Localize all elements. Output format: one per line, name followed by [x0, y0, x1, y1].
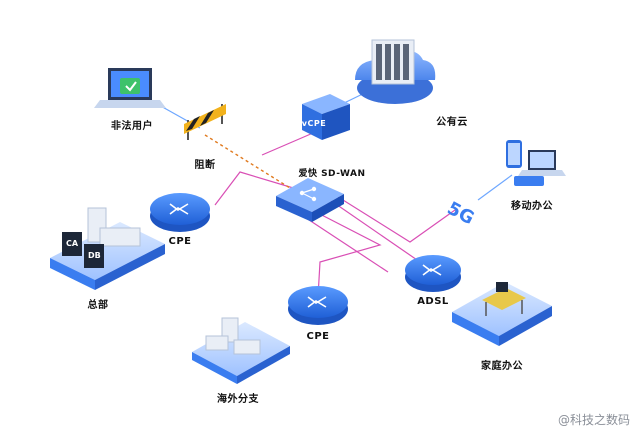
cpe-branch-router-icon [288, 286, 348, 325]
link-sdwan-cpe-branch [311, 209, 382, 298]
adsl-label: ADSL [417, 296, 449, 307]
mobile-office-devices-icon [506, 140, 566, 186]
sdwan-label: 爱快 SD-WAN [298, 169, 366, 179]
link-blocked [204, 134, 291, 189]
link-sdwan-cross [299, 213, 389, 273]
mobile-office-label: 移动办公 [511, 201, 553, 212]
link-sdwan-cpe-hq [214, 171, 301, 206]
cpe-hq-label: CPE [168, 236, 192, 247]
cpe-hq-router-icon [150, 193, 210, 232]
overseas-branch-platform-icon [192, 317, 290, 384]
connection-lines [214, 129, 456, 298]
hq-rack-ca-label: CA [66, 239, 79, 248]
link-sdwan-5g [334, 194, 456, 243]
block-label: 阻断 [194, 160, 216, 171]
home-office-platform-icon [452, 282, 552, 346]
sdwan-device-icon [276, 178, 344, 222]
home-office-label: 家庭办公 [481, 361, 523, 372]
five-g-text: 5G [444, 198, 478, 229]
hq-rack-db-label: DB [88, 251, 101, 260]
adsl-router-icon [405, 255, 461, 292]
cpe-branch-label: CPE [306, 331, 330, 342]
public-cloud-icon [355, 39, 436, 104]
headquarters-label: 总部 [87, 300, 109, 311]
block-barrier-icon [184, 104, 226, 140]
vcpe-label: vCPE [301, 119, 327, 128]
vcpe-device-icon [302, 94, 350, 140]
five-g-icon: 5G [444, 198, 478, 229]
watermark: @科技之数码 [557, 413, 630, 427]
illegal-user-label: 非法用户 [111, 121, 153, 132]
headquarters-platform-icon: CA DB [50, 207, 165, 290]
link-5g-mobile [477, 174, 513, 201]
illegal-user-laptop-icon [94, 68, 166, 108]
public-cloud-label: 公有云 [436, 117, 468, 128]
overseas-branch-label: 海外分支 [217, 394, 259, 405]
link-sdwan-adsl [329, 199, 421, 263]
